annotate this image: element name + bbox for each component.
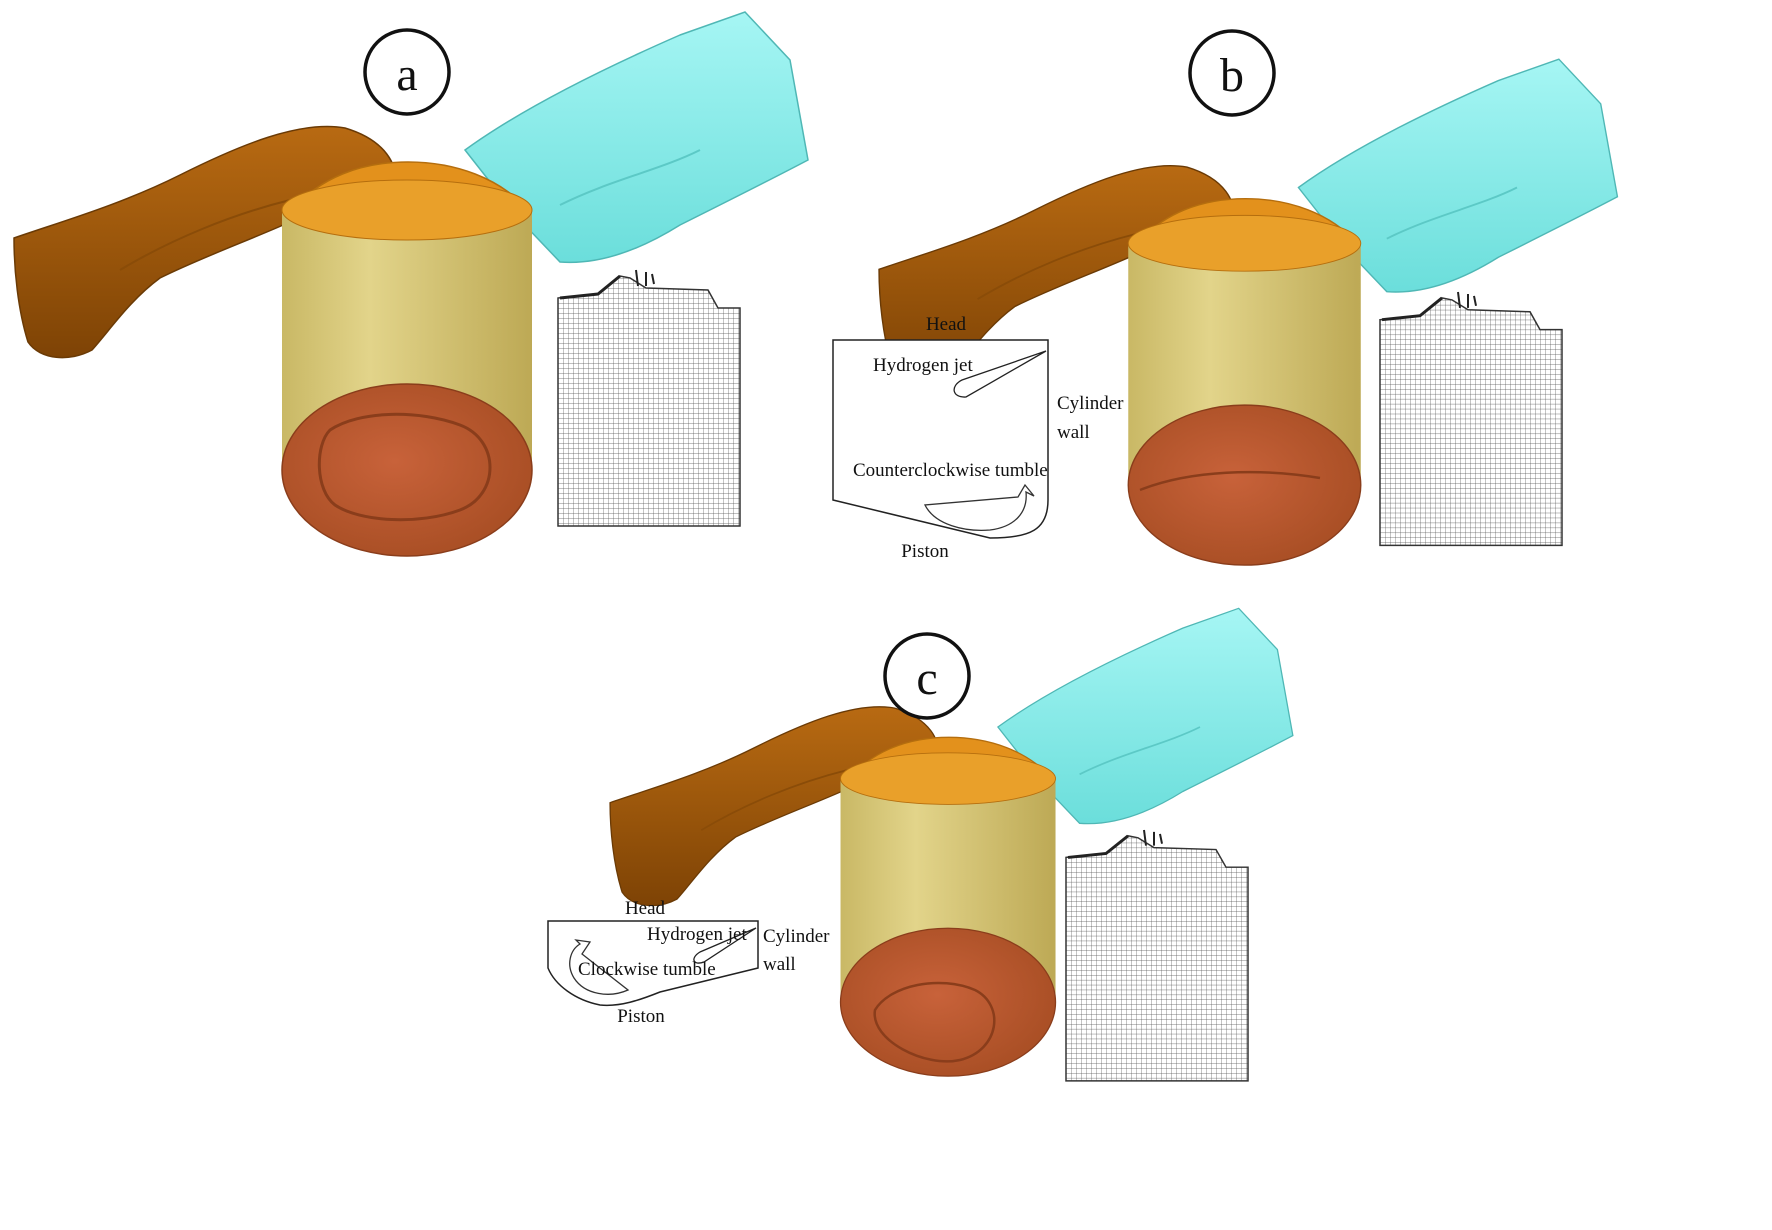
panel-c-label: c <box>916 652 937 705</box>
engine-model-a <box>13 11 809 557</box>
panel-a-badge: a <box>363 28 451 116</box>
schematic-b-jet: Hydrogen jet <box>873 355 973 376</box>
schematic-b-tumble: Counterclockwise tumble <box>853 460 1048 481</box>
schematic-b-outline <box>832 339 1049 539</box>
hydrogen-jet-shape-c <box>693 927 757 964</box>
piston-bowl-b <box>1139 470 1321 492</box>
tumble-arrow-c <box>569 939 630 995</box>
panel-a: a <box>13 11 809 557</box>
tumble-arrow-b <box>923 483 1035 531</box>
schematic-b-wall-1: Cylinder <box>1057 393 1124 414</box>
panel-c: c Head Hydrogen jet Cylinder wall Clockw… <box>547 607 1294 1083</box>
piston-bowl-a <box>317 412 492 522</box>
schematic-c-tumble: Clockwise tumble <box>578 959 716 980</box>
piston-bowl-c <box>873 981 996 1063</box>
engine-model-b <box>878 58 1619 567</box>
schematic-b-head: Head <box>926 314 967 335</box>
panel-a-label: a <box>396 48 417 101</box>
schematic-c-outline <box>547 920 759 1007</box>
schematic-b-piston: Piston <box>901 541 949 562</box>
panel-c-badge: c <box>883 632 971 720</box>
schematic-c-head: Head <box>625 898 666 919</box>
schematic-c-wall-2: wall <box>763 954 796 975</box>
schematic-b: Head Hydrogen jet Cylinder wall Counterc… <box>832 314 1124 562</box>
hydrogen-jet-shape-b <box>953 350 1047 398</box>
schematic-b-wall-2: wall <box>1057 422 1090 443</box>
schematic-c: Head Hydrogen jet Cylinder wall Clockwis… <box>547 898 830 1027</box>
mesh-cross-section-a <box>556 268 742 528</box>
panel-b-label: b <box>1220 49 1244 102</box>
panel-b-badge: b <box>1188 29 1276 117</box>
mesh-cross-section-c <box>1064 828 1250 1083</box>
engine-model-c <box>609 607 1294 1078</box>
schematic-c-jet: Hydrogen jet <box>647 924 747 945</box>
schematic-c-piston: Piston <box>617 1006 665 1027</box>
mesh-cross-section-b <box>1378 290 1564 547</box>
panel-b: b Head Hydrogen jet Cylinder wall Counte… <box>832 29 1619 567</box>
schematic-c-wall-1: Cylinder <box>763 926 830 947</box>
